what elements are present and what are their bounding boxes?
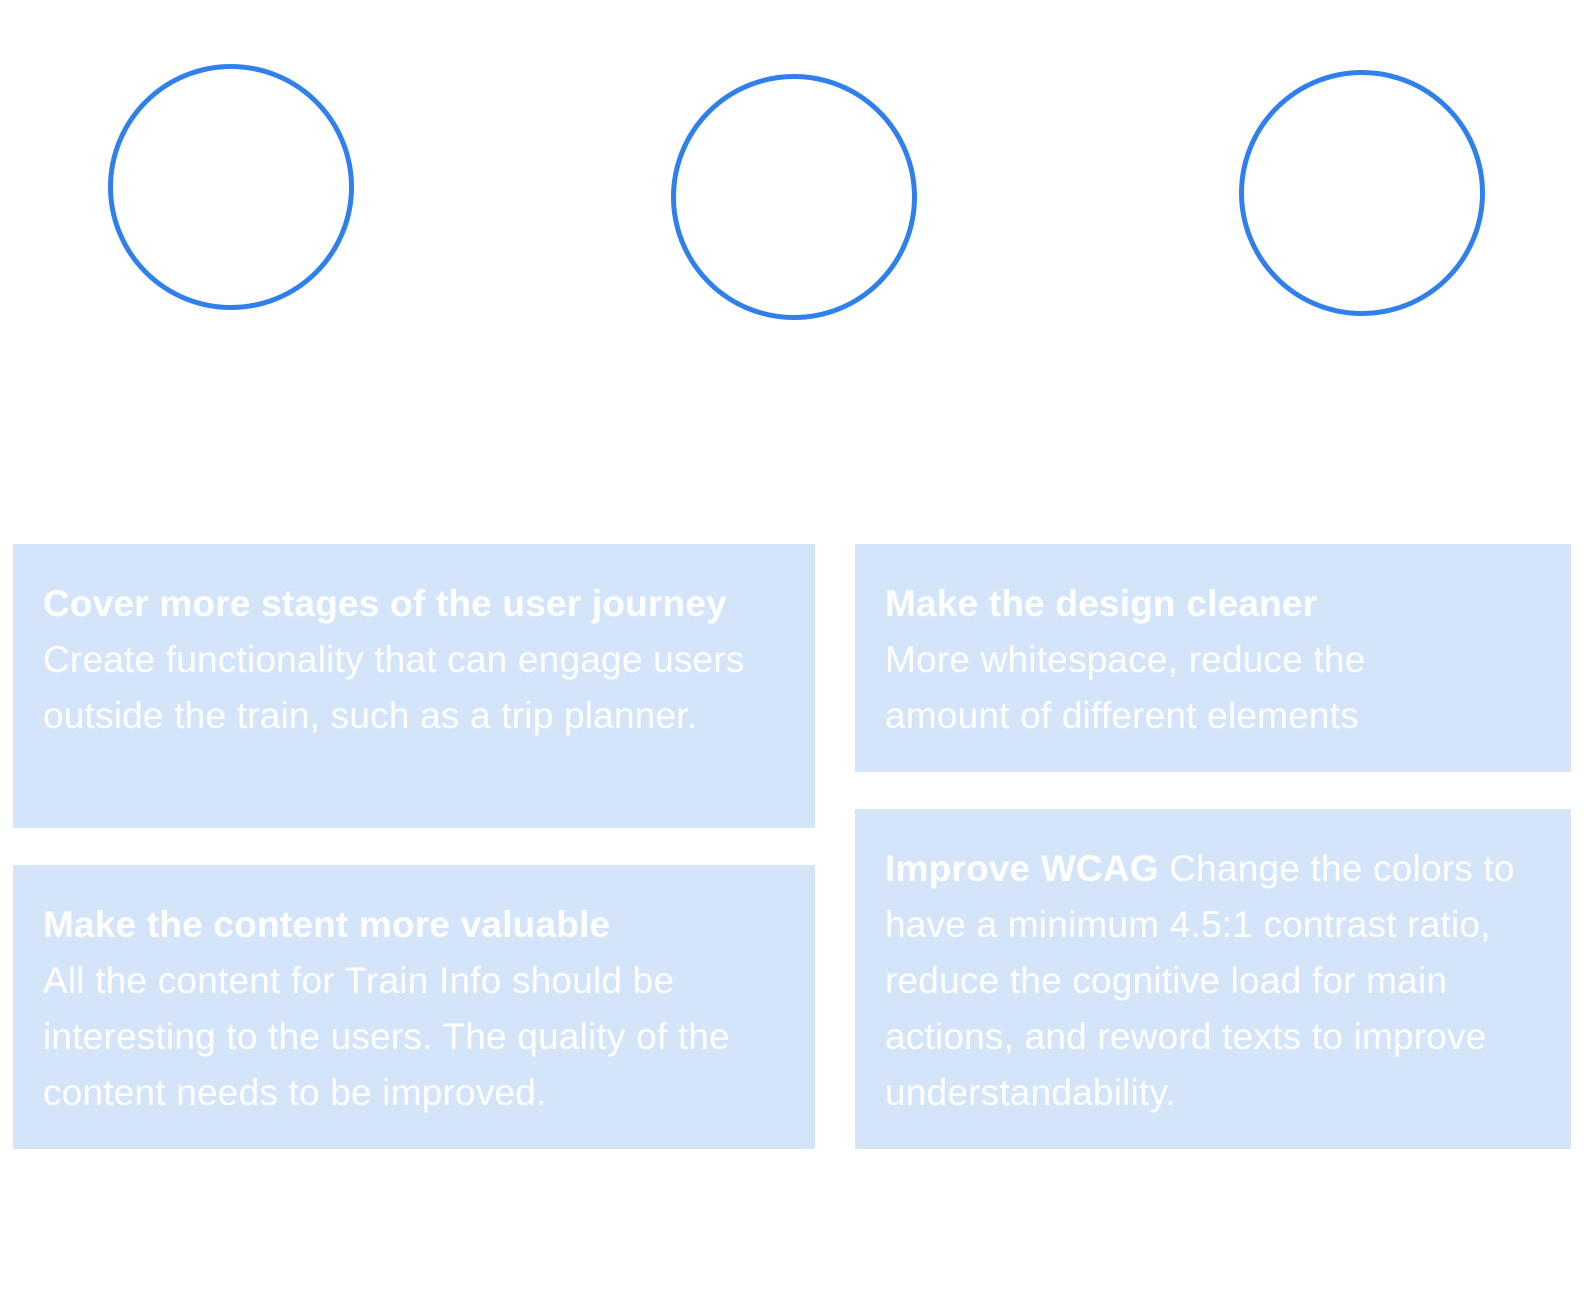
circle-outline-3 [1239, 70, 1485, 316]
card-design-cleaner: Make the design cleaner More whitespace,… [855, 544, 1571, 772]
circle-outline-1 [108, 64, 354, 310]
circle-outline-2 [671, 74, 917, 320]
card-body: Change the colors to have a minimum 4.5:… [885, 848, 1515, 1113]
card-body: Create functionality that can engage use… [43, 639, 745, 736]
card-user-journey: Cover more stages of the user journey Cr… [13, 544, 815, 828]
card-content-value: Make the content more valuable All the c… [13, 865, 815, 1149]
card-title: Make the design cleaner [885, 583, 1318, 624]
card-title: Make the content more valuable [43, 904, 611, 945]
card-body: All the content for Train Info should be… [43, 960, 730, 1113]
card-title: Improve WCAG [885, 848, 1159, 889]
card-body: More whitespace, reduce the amount of di… [885, 639, 1366, 736]
card-wcag: Improve WCAG Change the colors to have a… [855, 809, 1571, 1149]
card-title: Cover more stages of the user journey [43, 583, 727, 624]
